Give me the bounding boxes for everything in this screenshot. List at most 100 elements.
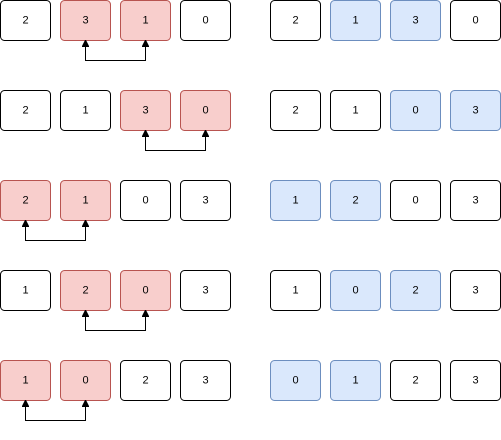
swap-cell-1-4-value: 0 <box>202 15 208 27</box>
result-cell-5-2-box <box>330 360 381 401</box>
swap-cell-2-1: 2 <box>0 90 51 131</box>
result-cell-2-4-value: 3 <box>472 105 478 117</box>
swap-cell-4-3: 0 <box>120 270 171 311</box>
result-cell-3-3: 0 <box>390 180 441 221</box>
result-cell-1-1-box <box>270 0 321 41</box>
result-cell-4-1-box <box>270 270 321 311</box>
result-cell-3-1-value: 1 <box>292 195 298 207</box>
array-after-4: 1 0 2 3 <box>270 270 501 311</box>
swap-cell-3-4-box <box>180 180 231 221</box>
result-cell-1-4: 0 <box>450 0 501 41</box>
swap-cell-5-4: 3 <box>180 360 231 401</box>
result-cell-4-2-box <box>330 270 381 311</box>
swap-cell-5-3: 2 <box>120 360 171 401</box>
result-cell-2-4: 3 <box>450 90 501 131</box>
swap-cell-5-1: 1 <box>0 360 51 401</box>
result-cell-5-1: 0 <box>270 360 321 401</box>
result-cell-4-3: 2 <box>390 270 441 311</box>
array-after-1: 2 1 3 0 <box>270 0 501 41</box>
swap-cell-3-2: 1 <box>60 180 111 221</box>
swap-cell-4-1-box <box>0 270 51 311</box>
result-cell-5-3-value: 2 <box>412 375 418 387</box>
result-cell-1-3: 3 <box>390 0 441 41</box>
result-cell-5-4-value: 3 <box>472 375 478 387</box>
result-cell-5-1-box <box>270 360 321 401</box>
result-cell-1-4-value: 0 <box>472 15 478 27</box>
result-cell-2-3-box <box>390 90 441 131</box>
swap-cell-5-4-value: 3 <box>202 375 208 387</box>
step-row-3: 2 1 0 3 1 2 0 3 <box>0 180 501 241</box>
swap-cell-1-3: 1 <box>120 0 171 41</box>
result-cell-4-3-box <box>390 270 441 311</box>
swap-cell-3-3-box <box>120 180 171 221</box>
array-before-3: 2 1 0 3 <box>0 180 231 221</box>
swap-cell-4-1-value: 1 <box>22 285 28 297</box>
swap-arrow-2 <box>146 131 206 151</box>
result-cell-1-1-value: 2 <box>292 15 298 27</box>
swap-cell-1-3-value: 1 <box>142 15 148 27</box>
result-cell-3-1-box <box>270 180 321 221</box>
result-cell-2-2: 1 <box>330 90 381 131</box>
result-cell-1-2-value: 1 <box>352 15 358 27</box>
result-cell-4-2: 0 <box>330 270 381 311</box>
swap-cell-4-4-value: 3 <box>202 285 208 297</box>
swap-cell-2-3: 3 <box>120 90 171 131</box>
swap-cell-5-2: 0 <box>60 360 111 401</box>
swap-arrow-1 <box>86 41 146 61</box>
swap-cell-2-2: 1 <box>60 90 111 131</box>
result-cell-2-1-box <box>270 90 321 131</box>
swap-cell-2-1-box <box>0 90 51 131</box>
result-cell-3-2-value: 2 <box>352 195 358 207</box>
result-cell-4-4: 3 <box>450 270 501 311</box>
swap-cell-1-4-box <box>180 0 231 41</box>
swap-cell-3-1-value: 2 <box>22 195 28 207</box>
result-cell-3-2: 2 <box>330 180 381 221</box>
swap-cell-3-2-value: 1 <box>82 195 88 207</box>
result-cell-4-2-value: 0 <box>352 285 358 297</box>
result-cell-3-1: 1 <box>270 180 321 221</box>
swap-cell-1-2: 3 <box>60 0 111 41</box>
result-cell-1-3-box <box>390 0 441 41</box>
result-cell-1-2: 1 <box>330 0 381 41</box>
swap-cell-2-3-value: 3 <box>142 105 148 117</box>
result-cell-2-2-value: 1 <box>352 105 358 117</box>
result-cell-5-1-value: 0 <box>292 375 298 387</box>
swap-cell-4-4-box <box>180 270 231 311</box>
swap-cell-1-1-box <box>0 0 51 41</box>
result-cell-3-4: 3 <box>450 180 501 221</box>
swap-cell-5-2-value: 0 <box>82 375 88 387</box>
result-cell-1-1: 2 <box>270 0 321 41</box>
result-cell-3-3-value: 0 <box>412 195 418 207</box>
result-cell-2-2-box <box>330 90 381 131</box>
swap-cell-4-3-value: 0 <box>142 285 148 297</box>
swap-cell-5-3-value: 2 <box>142 375 148 387</box>
swap-cell-2-2-value: 1 <box>82 105 88 117</box>
result-cell-3-3-box <box>390 180 441 221</box>
result-cell-4-1: 1 <box>270 270 321 311</box>
swap-cell-5-4-box <box>180 360 231 401</box>
result-cell-1-2-box <box>330 0 381 41</box>
result-cell-4-1-value: 1 <box>292 285 298 297</box>
result-cell-4-4-value: 3 <box>472 285 478 297</box>
swap-cell-5-3-box <box>120 360 171 401</box>
swap-cell-3-1: 2 <box>0 180 51 221</box>
array-before-5: 1 0 2 3 <box>0 360 231 401</box>
result-cell-2-3-value: 0 <box>412 105 418 117</box>
swap-cell-3-3: 0 <box>120 180 171 221</box>
result-cell-5-3: 2 <box>390 360 441 401</box>
swap-cell-4-1: 1 <box>0 270 51 311</box>
swap-arrow-5 <box>26 401 86 421</box>
swap-arrow-3 <box>26 221 86 241</box>
swap-cell-3-3-value: 0 <box>142 195 148 207</box>
result-cell-3-2-box <box>330 180 381 221</box>
swap-cell-3-4: 3 <box>180 180 231 221</box>
